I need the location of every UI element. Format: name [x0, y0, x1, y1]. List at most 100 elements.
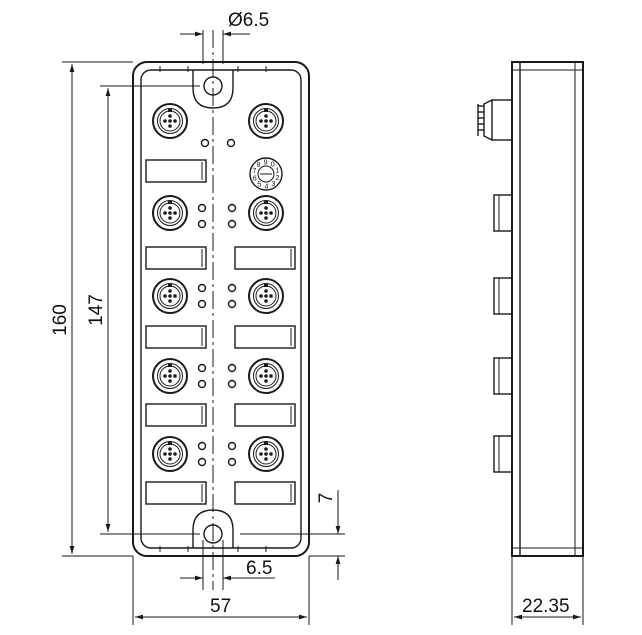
m12-connector [152, 103, 188, 139]
label-field [145, 246, 207, 270]
connector-pin [163, 452, 167, 456]
status-led [197, 203, 207, 213]
connector-pin [168, 294, 172, 298]
connector-pin [264, 299, 268, 303]
status-led [197, 457, 207, 467]
connector-pin [168, 216, 172, 220]
connector-pin [259, 119, 263, 123]
m12-connector [152, 436, 188, 472]
status-led [197, 379, 207, 389]
label-field [234, 325, 296, 349]
connector-pin [173, 119, 177, 123]
connector-key [264, 442, 268, 445]
connector-pin [168, 369, 172, 373]
dim-overall-height: 160 [50, 304, 71, 336]
m12-connector [248, 436, 284, 472]
connector-pin [269, 294, 273, 298]
connector-pin [264, 369, 268, 373]
connector-key [264, 284, 268, 287]
label-field [145, 159, 207, 183]
status-led [227, 283, 237, 293]
connector-pin [168, 447, 172, 451]
top-mount-tab [192, 70, 234, 109]
status-led [227, 363, 237, 373]
connector-pin [168, 119, 172, 123]
connector-pin [264, 124, 268, 128]
switch-digit: 5 [257, 181, 261, 188]
connector-pin [168, 124, 172, 128]
connector-pin [163, 294, 167, 298]
switch-digit: 6 [253, 176, 257, 183]
connector-pin [173, 211, 177, 215]
dimensions-front: Ø6.5 160 147 7 6.5 57 [50, 10, 345, 625]
connector-key [264, 109, 268, 112]
connector-pin [163, 119, 167, 123]
side-port [493, 277, 513, 315]
connector-pin [264, 452, 268, 456]
connector-pin [168, 374, 172, 378]
side-housing-outline [511, 61, 584, 557]
status-led [227, 219, 237, 229]
connector-pin [168, 211, 172, 215]
status-led [197, 363, 207, 373]
label-fields [145, 159, 296, 505]
status-led [197, 441, 207, 451]
m12-connector [152, 358, 188, 394]
connector-pin [264, 216, 268, 220]
connector-pin [269, 119, 273, 123]
connector-pin [168, 114, 172, 118]
status-led [197, 219, 207, 229]
connector-pin [168, 452, 172, 456]
connector-pin [168, 379, 172, 383]
label-field [234, 403, 296, 427]
connector-pin [163, 374, 167, 378]
connectors [152, 103, 284, 472]
housing-inner-outline [140, 69, 302, 549]
connector-pin [264, 211, 268, 215]
connector-key [168, 201, 172, 204]
side-port [493, 357, 513, 395]
switch-digit: 4 [264, 184, 268, 191]
status-led [227, 441, 237, 451]
side-ports [493, 194, 513, 473]
status-leds [197, 138, 237, 467]
connector-pin [259, 452, 263, 456]
switch-digit: 1 [275, 167, 279, 174]
connector-key [168, 364, 172, 367]
switch-digit: 3 [271, 181, 275, 188]
dim-depth: 22.35 [522, 596, 570, 617]
status-led [227, 379, 237, 389]
connector-key [264, 364, 268, 367]
status-led [227, 299, 237, 309]
housing-outline [132, 61, 310, 557]
connector-pin [264, 379, 268, 383]
switch-digit: 7 [253, 168, 257, 175]
connector-pin [173, 374, 177, 378]
connector-pin [264, 374, 268, 378]
dim-hole-diameter: Ø6.5 [228, 10, 269, 31]
connector-pin [173, 452, 177, 456]
connector-pin [264, 289, 268, 293]
connector-pin [264, 294, 268, 298]
connector-pin [264, 447, 268, 451]
label-field [145, 403, 207, 427]
connector-pin [168, 299, 172, 303]
corner-details [159, 66, 267, 552]
connector-pin [264, 206, 268, 210]
connector-pin [269, 452, 273, 456]
connector-pin [168, 206, 172, 210]
side-port [493, 194, 513, 232]
m12-connector [248, 278, 284, 314]
connector-pin [259, 294, 263, 298]
connector-pin [168, 289, 172, 293]
m12-connector [152, 278, 188, 314]
dim-hole-spacing: 147 [86, 294, 107, 326]
switch-digit: 9 [264, 160, 268, 167]
label-field [145, 325, 207, 349]
m12-connector [152, 195, 188, 231]
status-led [227, 203, 237, 213]
